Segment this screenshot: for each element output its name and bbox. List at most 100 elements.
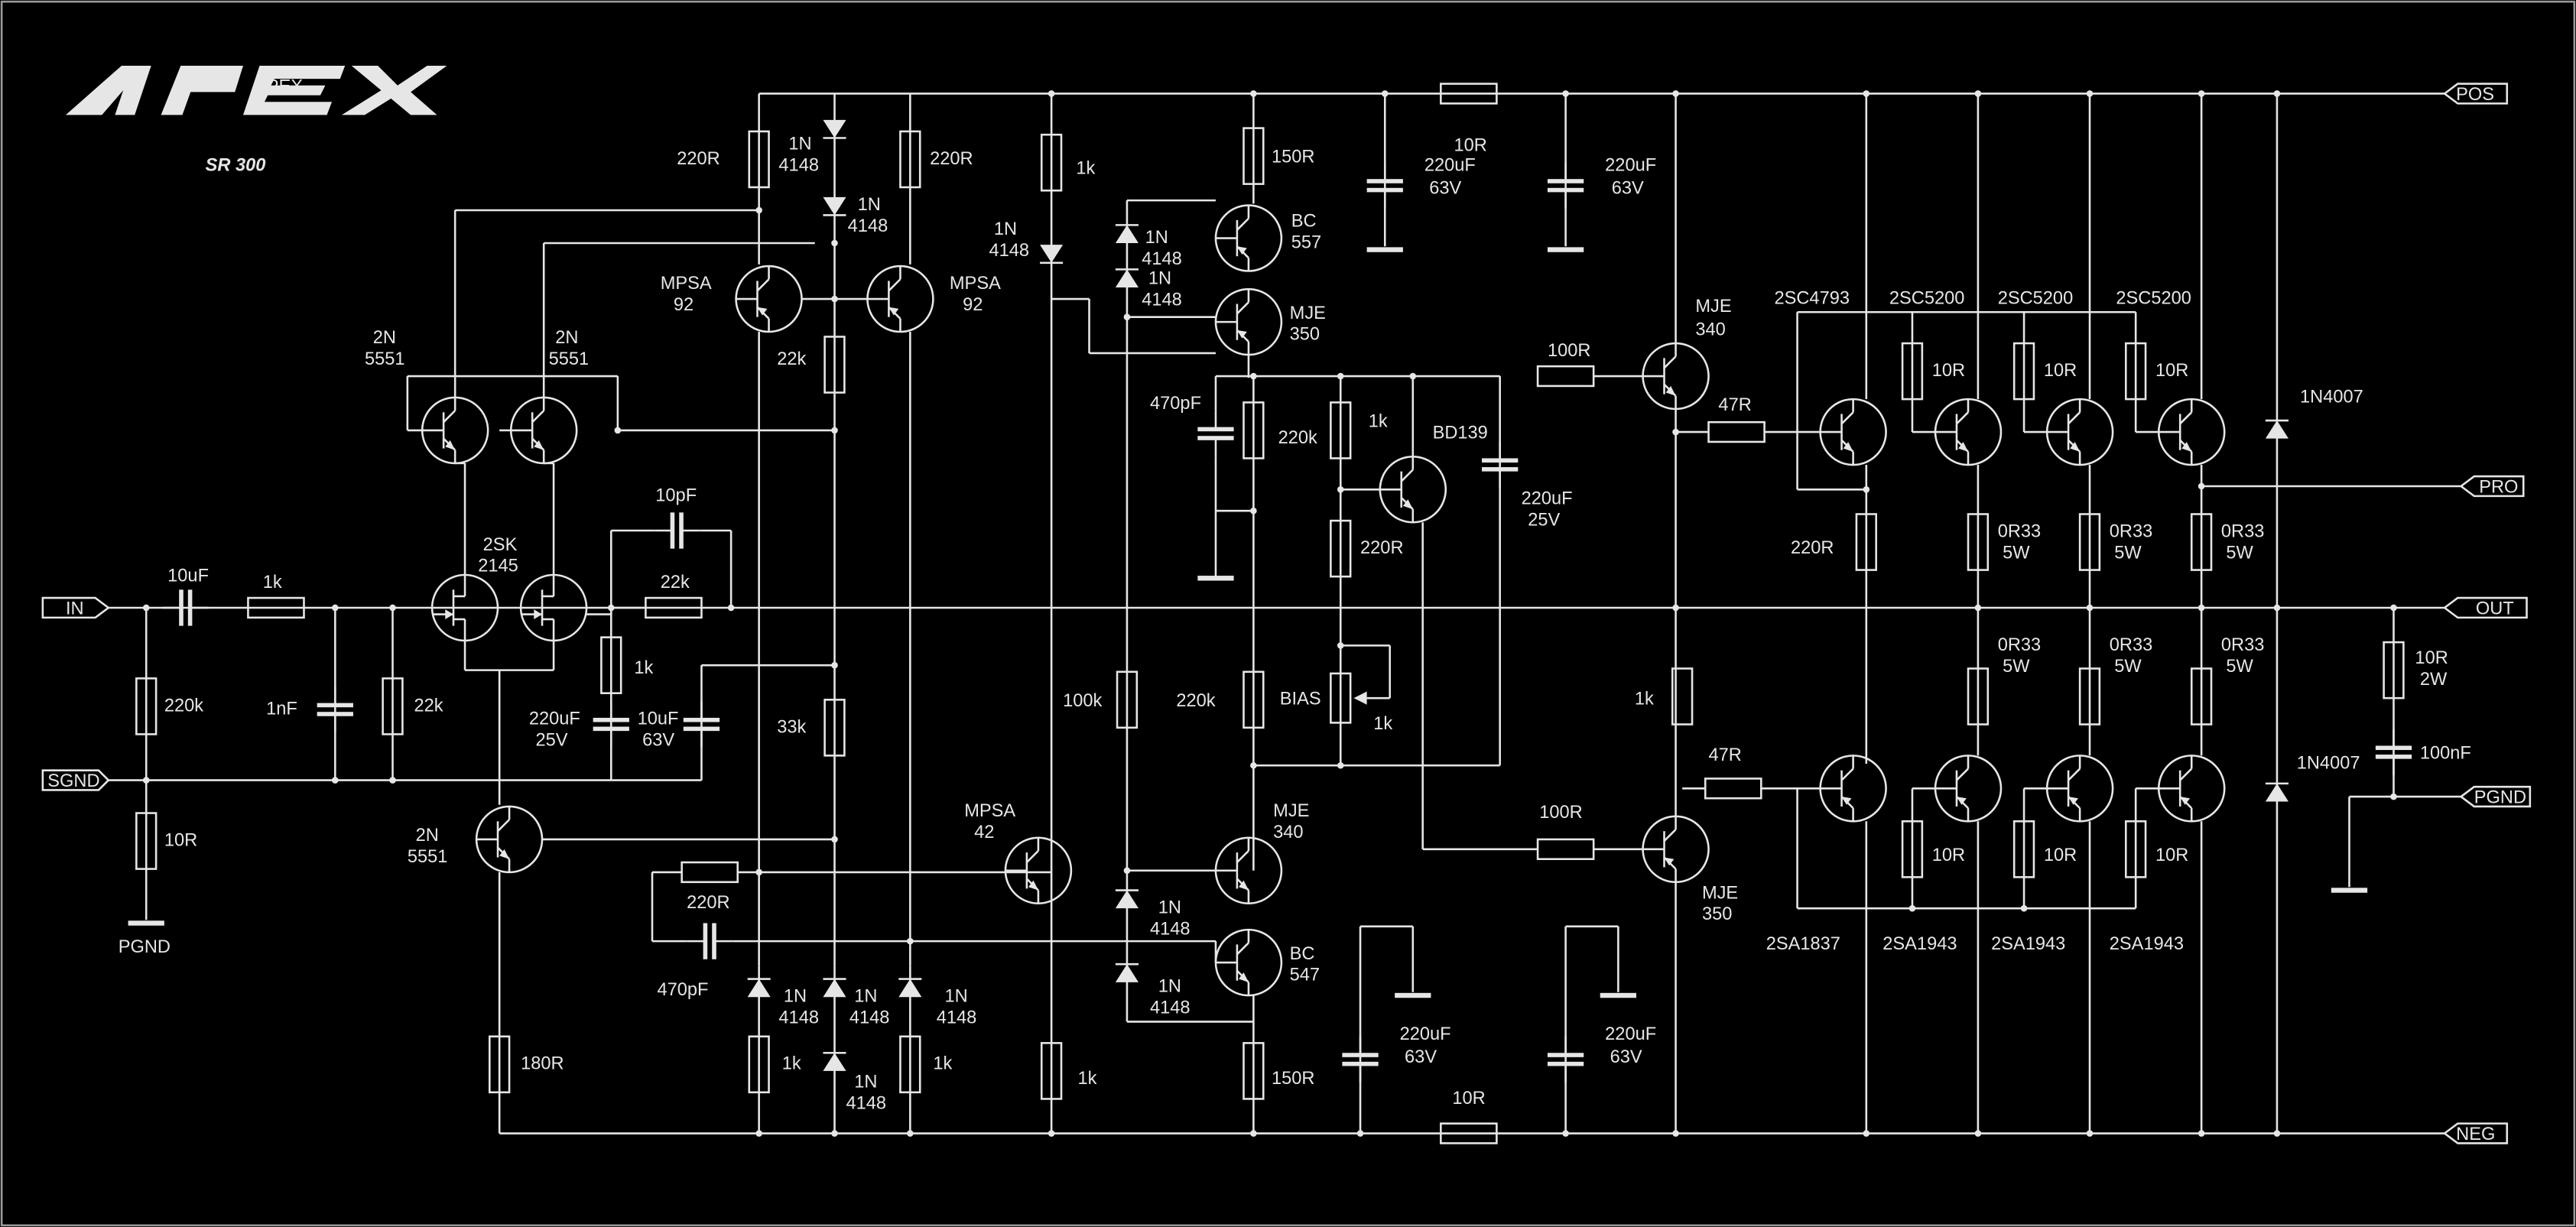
label-d-pair3-2: 4148: [1150, 920, 1191, 940]
port-pgnd: PGND: [2459, 785, 2532, 808]
label-d-1n4148-v-2: 4148: [989, 241, 1029, 261]
label-bc547-1: BC: [1290, 944, 1315, 964]
label-mje350-drv-2: 350: [1702, 904, 1732, 924]
bias-diode-string: 1N 4148 1N 4148 100k 1N 4148 1N 4148: [1063, 199, 1254, 1023]
label-r1k-fb: 1k: [634, 658, 653, 678]
label-mje350-t-1: MJE: [1290, 304, 1326, 323]
port-pro: PRO: [2459, 475, 2525, 498]
label-d-pair1-1: 1N: [1145, 228, 1168, 248]
label-mje340-drv-2: 340: [1695, 320, 1725, 339]
label-r10R-p3: 10R: [2155, 361, 2188, 381]
label-d1n4007-b: 1N4007: [2297, 754, 2360, 774]
label-r220k-in: 220k: [164, 696, 203, 716]
port-out: OUT: [2442, 596, 2528, 619]
label-d-b4-1: 1N: [944, 987, 967, 1007]
label-q2sc5200-2: 2SC5200: [1998, 288, 2074, 308]
label-r100R-b: 100R: [1539, 803, 1582, 823]
label-re-t2-2: 5W: [2114, 544, 2142, 563]
label-r150R-t: 150R: [1272, 148, 1314, 167]
label-r100k: 100k: [1063, 691, 1102, 711]
cascode-top: 150R BC 557 MJE 350 470pF 220k 220k: [1150, 90, 1500, 871]
label-r47R-t: 47R: [1718, 395, 1751, 415]
label-re-b3-2: 5W: [2226, 657, 2253, 677]
label-jfet-1: 2SK: [483, 535, 518, 555]
label-c220uF63V-t1-1: 220uF: [1424, 155, 1476, 175]
label-q-2n5551-c-2: 5551: [408, 847, 448, 867]
label-q2sc5200-3: 2SC5200: [2116, 288, 2191, 308]
label-q-2n5551-b-2: 5551: [549, 349, 590, 369]
label-zobel-c: 100nF: [2420, 744, 2471, 764]
label-q2sa1943-3: 2SA1943: [2110, 934, 2184, 954]
label-c220uF63V-b1-1: 220uF: [1400, 1024, 1451, 1044]
label-c1nF: 1nF: [266, 700, 297, 719]
label-mje340-b-2: 340: [1273, 823, 1303, 842]
label-r220R-b: 220R: [687, 893, 729, 913]
label-re-b3-1: 0R33: [2221, 635, 2264, 655]
transistor-2n5551-pair: 2N 5551 2N 5551: [365, 209, 835, 465]
label-q2sc5200-1: 2SC5200: [1889, 288, 1965, 308]
label-bc547-2: 547: [1290, 966, 1320, 985]
label-c220uF25V-2: 25V: [535, 730, 567, 750]
label-neg: NEG: [2456, 1125, 2495, 1144]
label-re-b2-1: 0R33: [2110, 635, 2152, 655]
label-c220uF25V-b-1: 220uF: [1522, 489, 1573, 509]
label-input-res: 1k: [263, 573, 282, 592]
label-d-b1-1: 1N: [784, 987, 807, 1007]
label-d-1n4148-v-1: 1N: [994, 219, 1017, 239]
rails: [108, 93, 2445, 1134]
label-re-b1-2: 5W: [2003, 657, 2030, 677]
label-c470pF-t: 470pF: [1150, 394, 1201, 414]
label-r220k-a: 220k: [1278, 428, 1317, 448]
label-bd139: BD139: [1433, 424, 1488, 443]
label-d-pair4-1: 1N: [1158, 977, 1181, 997]
logo-text: APEX: [255, 76, 303, 96]
label-mje340-b-1: MJE: [1273, 801, 1309, 821]
label-mpsa92-l-2: 92: [674, 295, 694, 315]
output-stage-npn: 2SC4793 220R 10R 2SC5200 0R33 5W 10R 2SC…: [1774, 90, 2461, 764]
label-pot1k: 1k: [1373, 714, 1392, 734]
label-pro: PRO: [2479, 478, 2518, 498]
label-c220uF25V-1: 220uF: [529, 709, 580, 729]
label-d-b2-1: 1N: [854, 987, 877, 1007]
feedback-network: 10pF 22k 1k 220uF 25V 10uF 63V: [529, 485, 835, 781]
label-c220uF63V-t2-1: 220uF: [1605, 155, 1656, 175]
label-r10R-n2: 10R: [2044, 846, 2077, 865]
label-r10R-p2: 10R: [2044, 361, 2077, 381]
bottom-bias-network: 220R 470pF 1N 4148 1k 1N 4148 1N 4148 1N…: [651, 861, 1216, 1137]
label-r47R-b: 47R: [1709, 745, 1742, 765]
label-mpsa92-r-2: 92: [963, 295, 983, 315]
label-re-t1-2: 5W: [2003, 544, 2030, 563]
label-d-pair2-1: 1N: [1148, 269, 1171, 289]
label-re-t1-1: 0R33: [1998, 522, 2041, 542]
label-c10uF63V-1: 10uF: [638, 709, 679, 729]
tail-current-source: 2N 5551 180R: [408, 805, 835, 1134]
label-bc557-1: BC: [1291, 212, 1317, 232]
label-r10R-bot: 10R: [1452, 1089, 1485, 1109]
label-r1k-top: 1k: [1076, 159, 1095, 179]
label-r22k-in: 22k: [414, 696, 443, 716]
label-r10R-n3: 10R: [2155, 846, 2188, 865]
label-r10R-top: 10R: [1454, 136, 1487, 156]
vas-stage: 1k 1N 4148 MPSA 42 1k: [964, 90, 1216, 1137]
label-d-pair2-2: 4148: [1142, 291, 1182, 310]
label-c470pF-b: 470pF: [657, 980, 708, 1000]
driver-stage: 100R MJE 340 100R MJE 350 47R 1k 47R: [1536, 90, 1821, 1137]
label-c220uF63V-t2-2: 63V: [1612, 179, 1644, 199]
rail-decoupling: 220uF 63V 10R 220uF 63V 220uF 63V 10R 22…: [1341, 83, 1656, 1144]
label-re-t2-1: 0R33: [2110, 522, 2152, 542]
label-c220uF63V-b2-2: 63V: [1610, 1047, 1642, 1067]
label-bc557-2: 557: [1291, 232, 1321, 252]
label-mpsa92-l-1: MPSA: [661, 274, 712, 294]
current-mirror-mpsa92: 220R 1N 4148 1N 4148 220R MPSA 92 MPSA 9…: [661, 93, 1001, 966]
label-q2sc4793: 2SC4793: [1774, 288, 1850, 308]
label-q2sa1943-1: 2SA1943: [1882, 934, 1957, 954]
output-protection: 1N4007 1N4007 10R 2W 100nF: [2264, 90, 2471, 1137]
apex-logo: APEX: [65, 65, 447, 115]
label-r150R-b: 150R: [1272, 1069, 1314, 1089]
label-out: OUT: [2476, 599, 2514, 619]
label-r220k-b: 220k: [1176, 691, 1215, 711]
label-re-t3-1: 0R33: [2221, 522, 2264, 542]
label-pos: POS: [2456, 85, 2494, 105]
label-c220uF63V-b1-2: 63V: [1405, 1047, 1437, 1067]
label-d-b3-2: 4148: [846, 1093, 887, 1113]
